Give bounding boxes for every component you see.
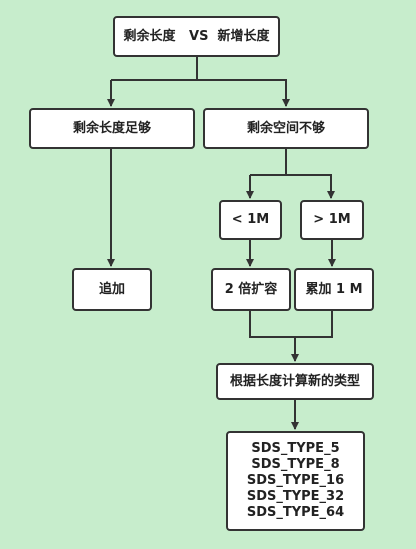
node-append: 追加 [72, 268, 152, 311]
connector-root-split [111, 57, 198, 81]
node-space-not-enough: 剩余空间不够 [203, 108, 369, 149]
node-root: 剩余长度 VS 新增长度 [113, 16, 280, 57]
sds-type-label: SDS_TYPE_64 [246, 505, 345, 520]
node-greater-than-1m: > 1M [300, 200, 364, 240]
node-less-than-1m: < 1M [219, 200, 282, 240]
connector-merge [249, 311, 333, 338]
node-sds-types: SDS_TYPE_5 SDS_TYPE_8 SDS_TYPE_16 SDS_TY… [226, 431, 365, 531]
node-double-capacity: 2 倍扩容 [211, 268, 291, 311]
node-calc-new-type: 根据长度计算新的类型 [216, 363, 374, 400]
arrow-to-not-enough [197, 79, 290, 107]
connector-not-enough-split [250, 149, 287, 176]
sds-type-label: SDS_TYPE_32 [246, 489, 345, 504]
sds-type-label: SDS_TYPE_5 [251, 441, 340, 456]
sds-type-label: SDS_TYPE_8 [251, 457, 340, 472]
node-add-1m: 累加 1 M [294, 268, 374, 311]
node-length-enough: 剩余长度足够 [29, 108, 195, 149]
sds-type-label: SDS_TYPE_16 [246, 473, 345, 488]
arrow-to-gt1m [286, 174, 335, 199]
